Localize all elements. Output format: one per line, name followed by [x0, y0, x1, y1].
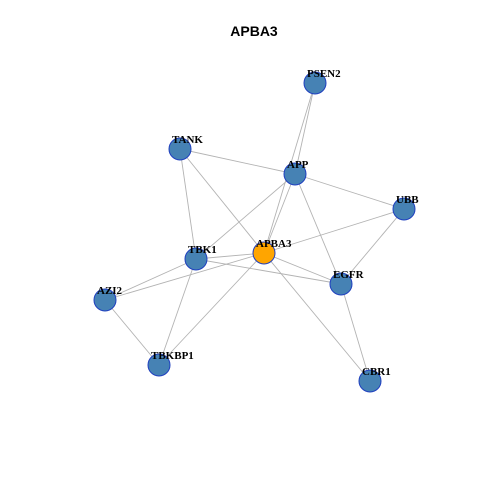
edge-egfr-cbr1 [340, 283, 371, 382]
edge-apba3-azi2 [104, 252, 265, 301]
node-circle-apba3 [252, 241, 276, 265]
edge-apba3-egfr [263, 252, 342, 285]
edge-tank-apba3 [179, 148, 265, 254]
node-label-psen2: PSEN2 [307, 68, 341, 80]
edge-tbk1-tbkbp1 [158, 258, 197, 366]
node-cbr1: CBR1 [358, 366, 391, 393]
node-label-cbr1: CBR1 [362, 366, 391, 378]
edge-app-ubb [294, 173, 405, 210]
node-circle-tank [168, 137, 192, 161]
node-label-ubb: UBB [396, 194, 419, 206]
node-egfr: EGFR [329, 269, 365, 296]
node-label-azi2: AZI2 [97, 285, 123, 297]
node-circle-app [283, 162, 307, 186]
edge-app-apba3 [263, 173, 296, 254]
edge-apba3-tbkbp1 [158, 252, 265, 366]
node-psen2: PSEN2 [303, 68, 341, 95]
edge-app-tbk1 [195, 173, 296, 260]
node-tbk1: TBK1 [184, 244, 217, 271]
node-label-apba3: APBA3 [256, 238, 292, 250]
node-circle-tbkbp1 [147, 353, 171, 377]
node-label-app: APP [287, 159, 309, 171]
node-circle-psen2 [303, 71, 327, 95]
node-circle-ubb [392, 197, 416, 221]
edge-app-egfr [294, 173, 342, 285]
diagram-title: APBA3 [230, 23, 278, 39]
node-tank: TANK [168, 134, 203, 161]
node-circle-azi2 [93, 288, 117, 312]
edge-tbk1-azi2 [104, 258, 197, 301]
node-circle-egfr [329, 272, 353, 296]
edge-tank-app [179, 148, 296, 175]
edge-psen2-app [294, 82, 316, 175]
edge-azi2-tbkbp1 [104, 299, 160, 366]
node-label-tbk1: TBK1 [188, 244, 217, 256]
node-label-egfr: EGFR [333, 269, 365, 281]
edge-tbk1-egfr [195, 258, 342, 285]
edge-ubb-apba3 [263, 208, 405, 254]
node-ubb: UBB [392, 194, 419, 221]
node-circle-tbk1 [184, 247, 208, 271]
edge-ubb-egfr [340, 208, 405, 285]
edge-tank-tbk1 [179, 148, 197, 260]
node-label-tank: TANK [172, 134, 203, 146]
node-circle-cbr1 [358, 369, 382, 393]
node-tbkbp1: TBKBP1 [147, 350, 194, 377]
node-label-tbkbp1: TBKBP1 [151, 350, 194, 362]
node-apba3: APBA3 [252, 238, 292, 265]
edge-apba3-cbr1 [263, 252, 371, 382]
node-azi2: AZI2 [93, 285, 123, 312]
node-app: APP [283, 159, 309, 186]
